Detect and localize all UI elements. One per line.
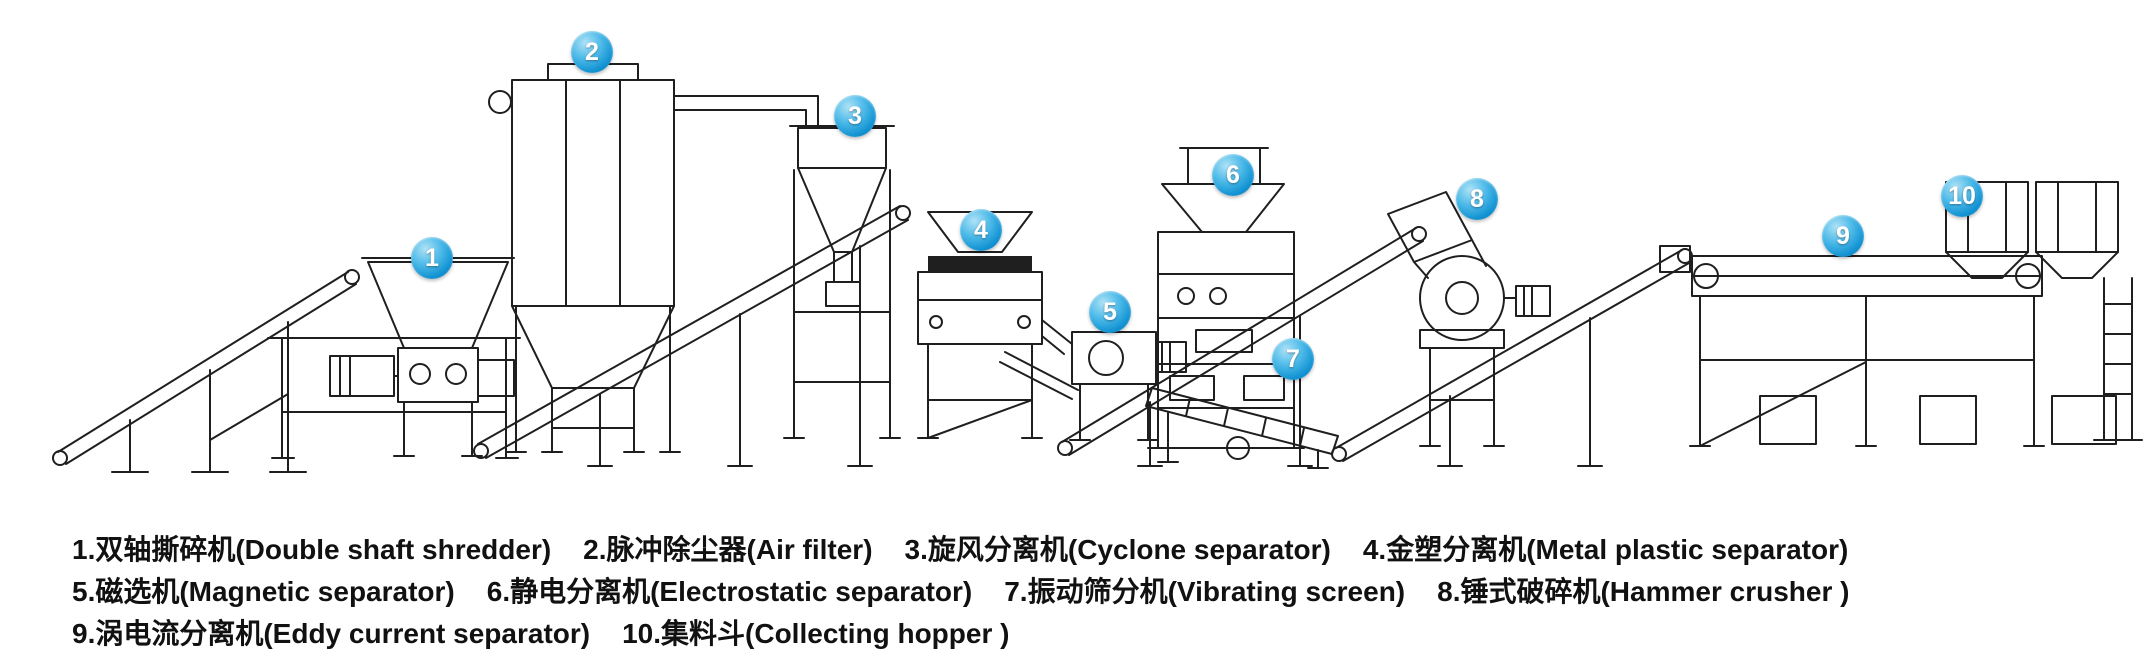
legend-item-2: 2.脉冲除尘器(Air filter): [583, 534, 873, 565]
step-badge-9: 9: [1822, 215, 1864, 257]
step-badge-7: 7: [1272, 338, 1314, 380]
hammer-crusher-drawing: [1387, 191, 1551, 447]
infeed-conveyor-drawing: [52, 269, 360, 473]
step-badge-1: 1: [411, 237, 453, 279]
step-badge-10: 10: [1941, 175, 1983, 217]
legend-item-5: 5.磁选机(Magnetic separator): [72, 576, 455, 607]
collecting-hopper-drawing: [1945, 181, 2143, 445]
line-drawing: [52, 63, 2143, 473]
legend-line-3: 9.涡电流分离机(Eddy current separator) 10.集料斗(…: [72, 614, 2138, 654]
metal-plastic-separator-drawing: [917, 211, 1073, 439]
legend-item-6: 6.静电分离机(Electrostatic separator): [486, 576, 973, 607]
crusher-feed-conveyor-drawing: [1057, 226, 1427, 467]
cyclone-separator-drawing: [783, 125, 901, 439]
legend-line-1: 1.双轴撕碎机(Double shaft shredder) 2.脉冲除尘器(A…: [72, 530, 2138, 570]
legend: 1.双轴撕碎机(Double shaft shredder) 2.脉冲除尘器(A…: [0, 520, 2148, 656]
step-badge-6: 6: [1212, 154, 1254, 196]
legend-item-1: 1.双轴撕碎机(Double shaft shredder): [72, 534, 552, 565]
legend-item-7: 7.振动筛分机(Vibrating screen): [1004, 576, 1406, 607]
shredder-to-separator-conveyor-drawing: [473, 205, 911, 467]
step-badge-2: 2: [571, 31, 613, 73]
legend-item-10: 10.集料斗(Collecting hopper ): [622, 618, 1010, 649]
step-badge-4: 4: [960, 209, 1002, 251]
legend-item-9: 9.涡电流分离机(Eddy current separator): [72, 618, 591, 649]
air-filter-drawing: [488, 63, 819, 453]
eddy-current-separator-drawing: [1659, 245, 2045, 447]
legend-line-2: 5.磁选机(Magnetic separator) 6.静电分离机(Electr…: [72, 572, 2138, 612]
crusher-discharge-conveyor-drawing: [1331, 248, 1693, 467]
legend-item-3: 3.旋风分离机(Cyclone separator): [904, 534, 1331, 565]
legend-item-8: 8.锤式破碎机(Hammer crusher ): [1437, 576, 1850, 607]
step-badge-8: 8: [1456, 178, 1498, 220]
step-badge-3: 3: [834, 95, 876, 137]
legend-item-4: 4.金塑分离机(Metal plastic separator): [1362, 534, 1849, 565]
double-shaft-shredder-drawing: [267, 257, 521, 459]
step-badge-5: 5: [1089, 291, 1131, 333]
